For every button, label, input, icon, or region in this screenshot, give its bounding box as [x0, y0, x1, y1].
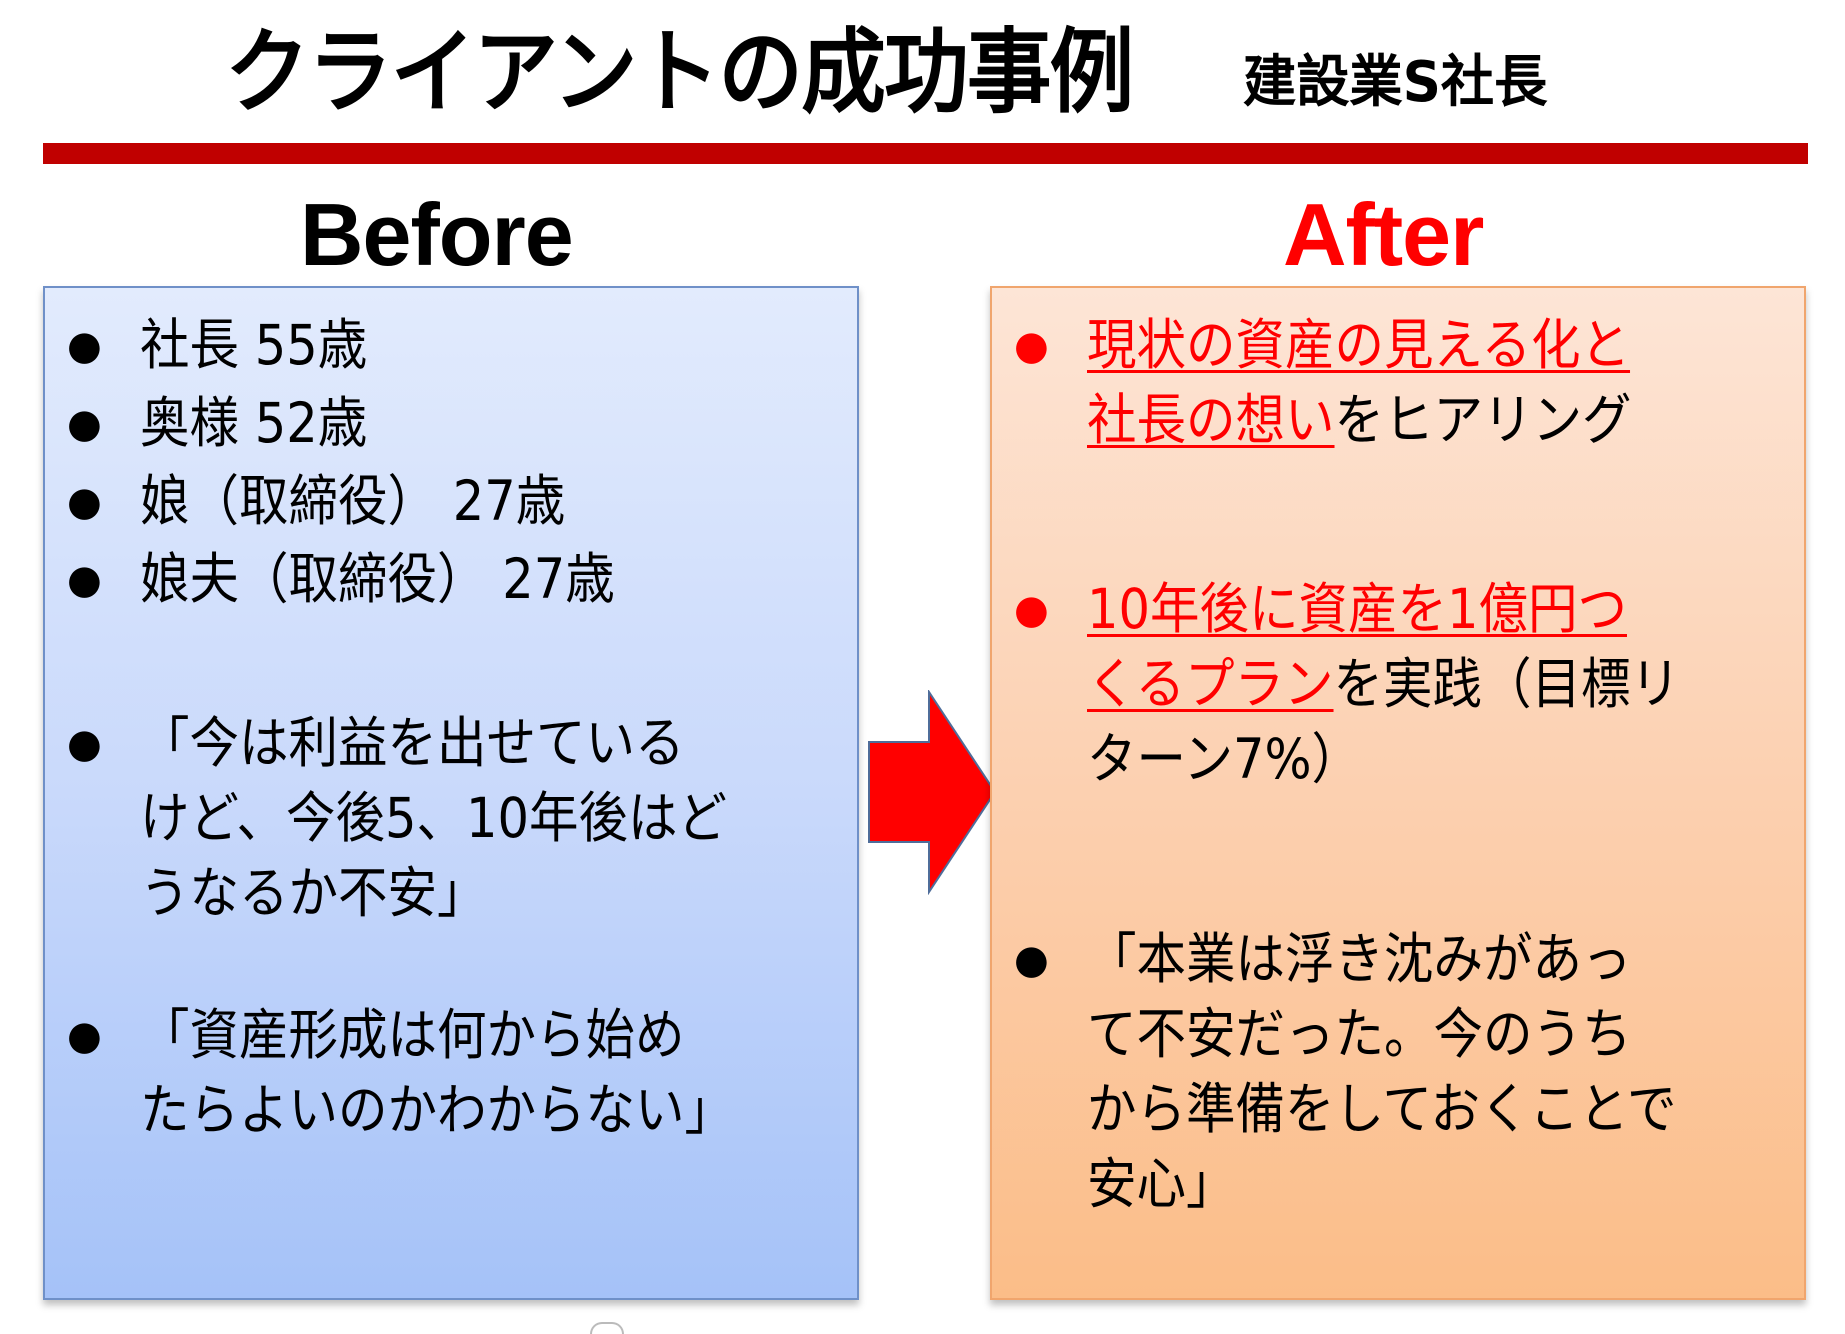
- bullet-icon: ●: [67, 1013, 102, 1059]
- right-arrow-icon: [868, 690, 997, 895]
- bullet-icon: ●: [67, 721, 102, 767]
- before-item-text: 「資産形成は何から始め たらよいのかわからない」: [140, 1003, 735, 1142]
- before-item-text: 娘（取締役） 27歳: [140, 469, 566, 533]
- page-title: クライアントの成功事例: [225, 19, 1134, 126]
- bullet-icon: ●: [67, 401, 102, 447]
- after-heading: After: [1283, 185, 1484, 284]
- footer-mark: [590, 1322, 624, 1334]
- after-item-text: 「本業は浮き沈みがあっ て不安だった。今のうち から準備をしておくことで 安心」: [1087, 927, 1677, 1216]
- title-row: クライアントの成功事例 建設業S社長: [0, 18, 1845, 128]
- before-box: ● 社長 55歳 ● 奥様 52歳 ● 娘（取締役） 27歳 ● 娘夫（取締役）…: [43, 286, 859, 1300]
- page-subtitle: 建設業S社長: [1243, 50, 1548, 115]
- bullet-icon: ●: [67, 479, 102, 525]
- after-item-text: 10年後に資産を1億円つ くるプランを実践（目標リ ターン7%）: [1087, 577, 1681, 791]
- bullet-icon: ●: [1014, 323, 1049, 369]
- title-divider: [43, 143, 1808, 164]
- before-item-text: 奥様 52歳: [140, 391, 368, 455]
- before-item-text: 「今は利益を出せている けど、今後5、10年後はど うなるか不安」: [140, 711, 728, 925]
- bullet-icon: ●: [67, 557, 102, 603]
- bullet-icon: ●: [67, 323, 102, 369]
- before-heading: Before: [300, 185, 574, 284]
- before-item-text: 社長 55歳: [140, 313, 368, 377]
- bullet-icon: ●: [1014, 587, 1049, 633]
- after-box: ● 現状の資産の見える化と 社長の想いをヒアリング ● 10年後に資産を1億円つ…: [990, 286, 1806, 1300]
- after-item-text: 現状の資産の見える化と 社長の想いをヒアリング: [1087, 313, 1632, 452]
- before-item-text: 娘夫（取締役） 27歳: [140, 547, 615, 611]
- bullet-icon: ●: [1014, 937, 1049, 983]
